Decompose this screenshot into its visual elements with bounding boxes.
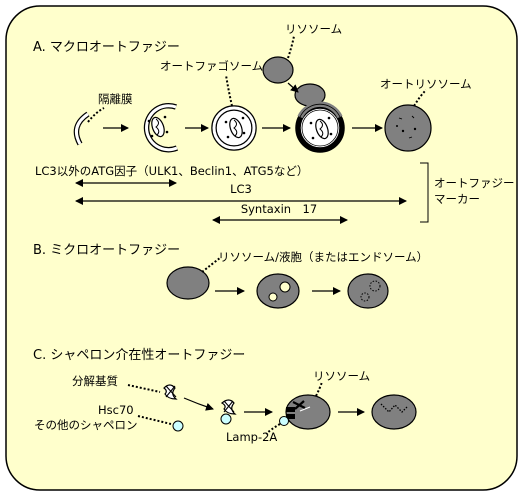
marker-bracket — [420, 162, 429, 223]
lysosome-engulfing — [256, 273, 300, 309]
degradation-substrate-label: 分解基質 — [72, 374, 118, 388]
lysosome-vacuole — [166, 266, 210, 300]
lysosome-a-label: リソソーム — [285, 22, 342, 36]
autophagosome — [211, 105, 257, 151]
fusing-autophagosome — [295, 101, 345, 153]
leader-lysosome-a — [287, 35, 295, 59]
arrow-c-merge — [183, 397, 214, 411]
leader-lysosome-vacuole — [201, 257, 221, 273]
hsc70-label: Hsc70 — [98, 403, 134, 417]
substrate-chaperone-complex — [220, 399, 237, 425]
lysosome-vacuole-label: リソソーム/液胞（またはエンドソーム） — [218, 250, 428, 264]
autophagosome-label: オートファゴソーム — [160, 59, 263, 73]
lc3-label: LC3 — [230, 182, 252, 196]
lysosome-c — [279, 394, 331, 430]
section-a-title: A. マクロオートファジー — [33, 40, 180, 55]
leader-chaperone — [137, 415, 172, 425]
leader-autolysosome — [413, 89, 427, 107]
chaperone-circle — [172, 420, 184, 432]
lysosome-a — [262, 56, 294, 84]
marker-title-line2: マーカー — [434, 192, 480, 206]
section-c-title: C. シャペロン介在性オートファジー — [33, 348, 245, 363]
phagophore-closing — [143, 102, 179, 153]
leader-lamp2a — [265, 423, 281, 435]
lysosome-digesting — [347, 273, 389, 309]
lysosome-c-digesting — [371, 394, 417, 430]
section-b-title: B. ミクロオートファジー — [33, 243, 180, 258]
isolation-membrane-label: 隔離膜 — [98, 92, 133, 106]
autolysosome — [384, 104, 432, 152]
lamp2a-label: Lamp-2A — [226, 430, 277, 444]
leader-substrate — [127, 384, 161, 393]
lysosome-c-label: リソソーム — [313, 369, 370, 383]
syntaxin-label: Syntaxin 17 — [241, 202, 317, 216]
atg-factors-label: LC3以外のATG因子（ULK1、Beclin1、ATG5など） — [35, 164, 308, 178]
arrow-lysosome-down — [287, 82, 299, 93]
leader-autophagosome — [225, 74, 233, 107]
marker-title-line1: オートファジー — [434, 176, 515, 190]
other-chaperones-label: その他のシャペロン — [34, 418, 138, 432]
leader-isolation-membrane — [87, 107, 105, 123]
leader-lysosome-c — [315, 381, 323, 397]
autolysosome-label: オートリソソーム — [380, 77, 472, 91]
